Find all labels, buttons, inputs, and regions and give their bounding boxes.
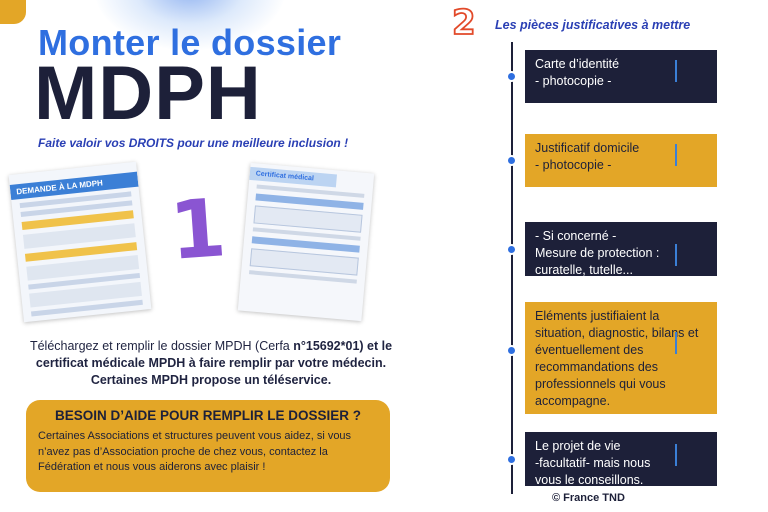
card-accent — [675, 444, 677, 466]
card-line: - photocopie - — [535, 158, 612, 172]
tagline: Faite valoir vos DROITS pour une meilleu… — [38, 136, 349, 150]
document-card-domicile: Justificatif domicile - photocopie - — [525, 134, 717, 187]
document-card-identity: Carte d’identité - photocopie - — [525, 50, 717, 103]
copyright: © France TND — [552, 492, 625, 504]
card-line: - Si concerné - — [535, 229, 617, 243]
help-box: BESOIN D’AIDE POUR REMPLIR LE DOSSIER ? … — [26, 400, 390, 492]
title-top: Monter le dossier — [38, 22, 342, 63]
timeline-line — [511, 42, 513, 494]
medical-certificate-thumbnail: Certificat médical — [237, 162, 375, 322]
step-2-number: 2 — [451, 3, 476, 43]
card-accent — [675, 60, 677, 82]
card-text: Eléments justifiaient la situation, diag… — [535, 309, 699, 408]
card-line: Justificatif domicile — [535, 141, 640, 155]
card-line: curatelle, tutelle... — [535, 263, 633, 277]
timeline-dot — [506, 71, 517, 82]
instructions-line2: certificat médicale MPDH à faire remplir… — [35, 356, 387, 370]
card-line: vous le conseillons. — [535, 473, 644, 487]
card-accent — [675, 144, 677, 166]
card-line: Le projet de vie — [535, 439, 621, 453]
card-line: - photocopie - — [535, 74, 612, 88]
card-line: Mesure de protection : — [535, 246, 660, 260]
instructions-line1: Téléchargez et remplir le dossier MPDH (… — [29, 339, 294, 353]
timeline-dot — [506, 244, 517, 255]
instructions-line3: Certaines MPDH propose un téléservice. — [90, 373, 332, 387]
document-card-protection: - Si concerné - Mesure de protection : c… — [525, 222, 717, 277]
corner-tab-decoration — [0, 0, 26, 24]
documents-title: Les pièces justificatives à mettre — [495, 18, 691, 32]
page-title: MDPH — [34, 51, 262, 136]
timeline-dot — [506, 345, 517, 356]
card-accent — [675, 244, 677, 266]
instructions-cerfa: n°15692*01) et le — [293, 339, 393, 353]
card-accent — [675, 332, 677, 354]
card-line: Carte d’identité — [535, 57, 620, 71]
timeline-dot — [506, 454, 517, 465]
card-line: -facultatif- mais nous — [535, 456, 651, 470]
mdph-form-thumbnail: DEMANDE À LA MDPH — [8, 161, 152, 323]
timeline-dot — [506, 155, 517, 166]
instructions-text: Téléchargez et remplir le dossier MPDH (… — [16, 338, 406, 389]
help-text: Certaines Associations et structures peu… — [38, 430, 352, 473]
help-title: BESOIN D’AIDE POUR REMPLIR LE DOSSIER ? — [54, 408, 362, 423]
document-card-elements: Eléments justifiaient la situation, diag… — [525, 302, 717, 414]
document-card-life-project: Le projet de vie -facultatif- mais nous … — [525, 432, 717, 487]
step-1-number: 1 — [166, 181, 229, 278]
